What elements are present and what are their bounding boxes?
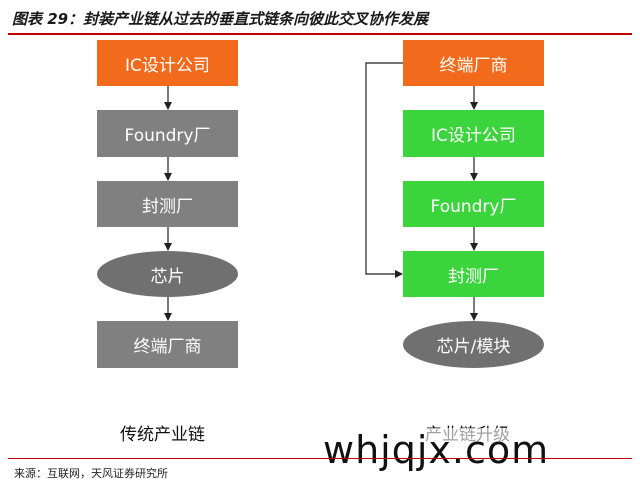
left-box-end-maker: 终端厂商 xyxy=(97,321,238,368)
right-box-packaging-test: 封测厂 xyxy=(403,251,544,297)
top-rule xyxy=(8,33,632,35)
left-box-ic-design: IC设计公司 xyxy=(97,40,238,86)
left-box-packaging-test: 封测厂 xyxy=(97,181,238,227)
figure-title: 图表 29：封装产业链从过去的垂直式链条向彼此交叉协作发展 xyxy=(12,10,429,28)
right-ellipse-chip-module: 芯片/模块 xyxy=(403,321,544,368)
right-box-foundry: Foundry厂 xyxy=(403,181,544,227)
watermark-text: whjqjx.com xyxy=(323,428,550,472)
right-box-ic-design: IC设计公司 xyxy=(403,110,544,157)
arrow-bypass xyxy=(365,62,403,278)
right-box-end-maker: 终端厂商 xyxy=(403,40,544,86)
left-box-foundry: Foundry厂 xyxy=(97,110,238,157)
left-caption: 传统产业链 xyxy=(120,425,205,445)
bottom-rule xyxy=(8,458,632,459)
left-ellipse-chip: 芯片 xyxy=(97,251,238,297)
source-note: 来源：互联网，天风证券研究所 xyxy=(14,467,168,480)
